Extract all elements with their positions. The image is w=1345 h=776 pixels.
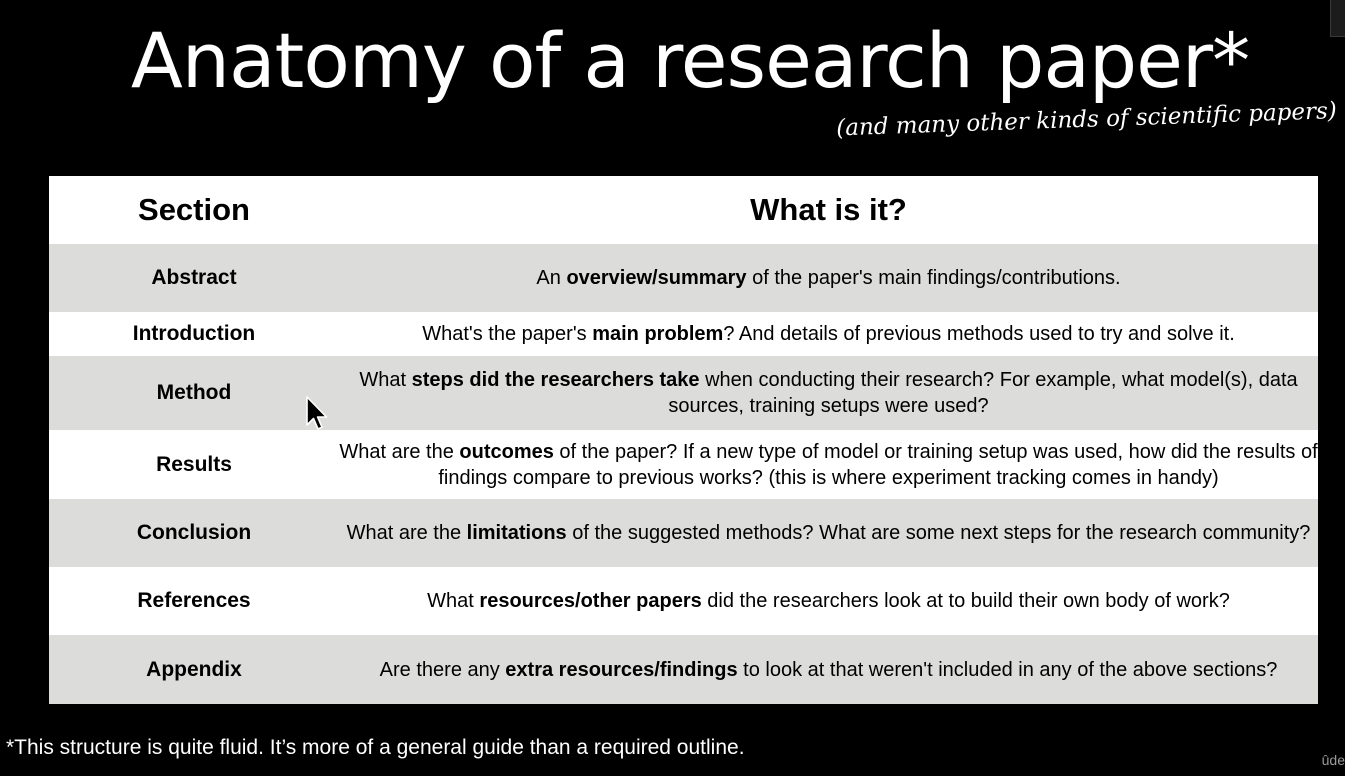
description-text: An xyxy=(536,267,567,289)
footnote: *This structure is quite fluid. It’s mor… xyxy=(6,736,745,759)
description-emphasis: overview/summary xyxy=(566,267,747,289)
description-text: of the suggested methods? What are some … xyxy=(566,522,1311,544)
description-text: to look at that weren't included in any … xyxy=(737,658,1278,681)
row-description: What are the limitations of the suggeste… xyxy=(339,520,1318,546)
table-row: Appendix Are there any extra resources/f… xyxy=(49,635,1318,704)
description-emphasis: steps did the researchers take xyxy=(411,369,700,391)
row-section-label: Abstract xyxy=(151,266,237,289)
row-section-label: Appendix xyxy=(146,657,242,681)
table-header-row: Section What is it? xyxy=(49,176,1318,244)
row-section-label: Introduction xyxy=(132,322,256,345)
table-row: References What resources/other papers d… xyxy=(49,567,1318,635)
description-text: when conducting their research? For exam… xyxy=(668,369,1298,417)
description-emphasis: main problem xyxy=(592,323,724,345)
table-row: Results What are the outcomes of the pap… xyxy=(49,430,1318,499)
header-section: Section xyxy=(138,192,250,227)
description-text: Are there any xyxy=(379,658,506,681)
row-description: An overview/summary of the paper's main … xyxy=(339,265,1318,291)
description-emphasis: extra resources/findings xyxy=(505,658,738,681)
description-text: of the paper? If a new type of model or … xyxy=(438,440,1318,489)
watermark: ûde xyxy=(1321,752,1345,768)
table-row: Introduction What's the paper's main pro… xyxy=(49,312,1318,356)
description-text: What xyxy=(427,590,480,612)
page-title: Anatomy of a research paper* xyxy=(130,16,1250,105)
mouse-pointer-icon xyxy=(306,396,328,430)
table-row: Method What steps did the researchers ta… xyxy=(49,356,1318,430)
row-section-label: Results xyxy=(156,452,232,476)
description-text: ? And details of previous methods used t… xyxy=(723,323,1235,345)
description-emphasis: outcomes xyxy=(459,440,554,463)
description-emphasis: limitations xyxy=(466,522,567,544)
table-row: Abstract An overview/summary of the pape… xyxy=(49,244,1318,312)
sections-table: Section What is it? Abstract An overview… xyxy=(49,176,1318,704)
description-emphasis: resources/other papers xyxy=(479,590,702,612)
description-text: of the paper's main findings/contributio… xyxy=(746,267,1121,289)
description-text: did the researchers look at to build the… xyxy=(701,590,1230,612)
table-row: Conclusion What are the limitations of t… xyxy=(49,499,1318,567)
window-corner-control xyxy=(1330,0,1345,37)
description-text: What are the xyxy=(339,440,460,463)
row-section-label: References xyxy=(137,589,251,612)
row-section-label: Conclusion xyxy=(136,521,252,544)
row-description: What's the paper's main problem? And det… xyxy=(339,321,1318,347)
row-description: Are there any extra resources/findings t… xyxy=(339,657,1318,683)
description-text: What are the xyxy=(346,522,467,544)
row-section-label: Method xyxy=(156,381,232,404)
row-description: What resources/other papers did the rese… xyxy=(339,588,1318,614)
header-description: What is it? xyxy=(750,192,907,227)
row-description: What are the outcomes of the paper? If a… xyxy=(339,439,1318,491)
description-text: What xyxy=(359,369,412,391)
row-description: What steps did the researchers take when… xyxy=(339,367,1318,419)
description-text: What's the paper's xyxy=(422,323,593,345)
